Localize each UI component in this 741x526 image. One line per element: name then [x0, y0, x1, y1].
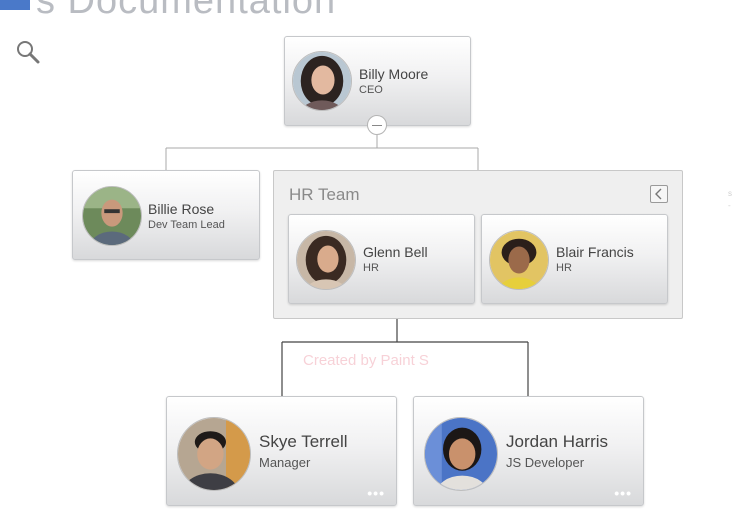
more-options-icon[interactable]: ••• — [614, 485, 632, 501]
avatar — [292, 51, 352, 111]
chevron-left-icon[interactable] — [650, 185, 668, 203]
node-name: Jordan Harris — [506, 432, 609, 451]
side-hint: s- — [728, 189, 732, 210]
node-ceo[interactable]: Billy Moore CEO — [284, 36, 471, 126]
node-report[interactable]: Jordan Harris JS Developer ••• — [413, 396, 644, 506]
avatar — [177, 417, 251, 491]
more-options-icon[interactable]: ••• — [367, 485, 385, 501]
avatar — [82, 186, 142, 246]
node-role: Manager — [259, 455, 311, 470]
watermark: Created by Paint S — [303, 352, 429, 369]
node-hr-member[interactable]: Blair Francis HR — [481, 214, 668, 304]
node-name: Glenn Bell — [363, 244, 428, 260]
avatar — [489, 230, 549, 290]
avatar — [424, 417, 498, 491]
node-name: Billie Rose — [148, 201, 215, 217]
page-title-text: s Documentation — [36, 0, 337, 22]
node-role: CEO — [359, 84, 383, 96]
page-title: s Documentation — [0, 0, 336, 22]
node-hr-member[interactable]: Glenn Bell HR — [288, 214, 475, 304]
node-role: HR — [363, 262, 379, 274]
node-role: JS Developer — [506, 455, 585, 470]
search-icon[interactable] — [14, 38, 42, 66]
node-role: HR — [556, 262, 572, 274]
node-name: Billy Moore — [359, 66, 429, 82]
group-title: HR Team — [289, 185, 360, 204]
node-name: Blair Francis — [556, 244, 634, 260]
logo-mark — [0, 0, 30, 10]
node-role: Dev Team Lead — [148, 219, 225, 231]
collapse-toggle[interactable] — [367, 115, 387, 135]
node-name: Skye Terrell — [259, 432, 348, 451]
node-report[interactable]: Skye Terrell Manager ••• — [166, 396, 397, 506]
avatar — [296, 230, 356, 290]
node-dev-lead[interactable]: Billie Rose Dev Team Lead — [72, 170, 260, 260]
